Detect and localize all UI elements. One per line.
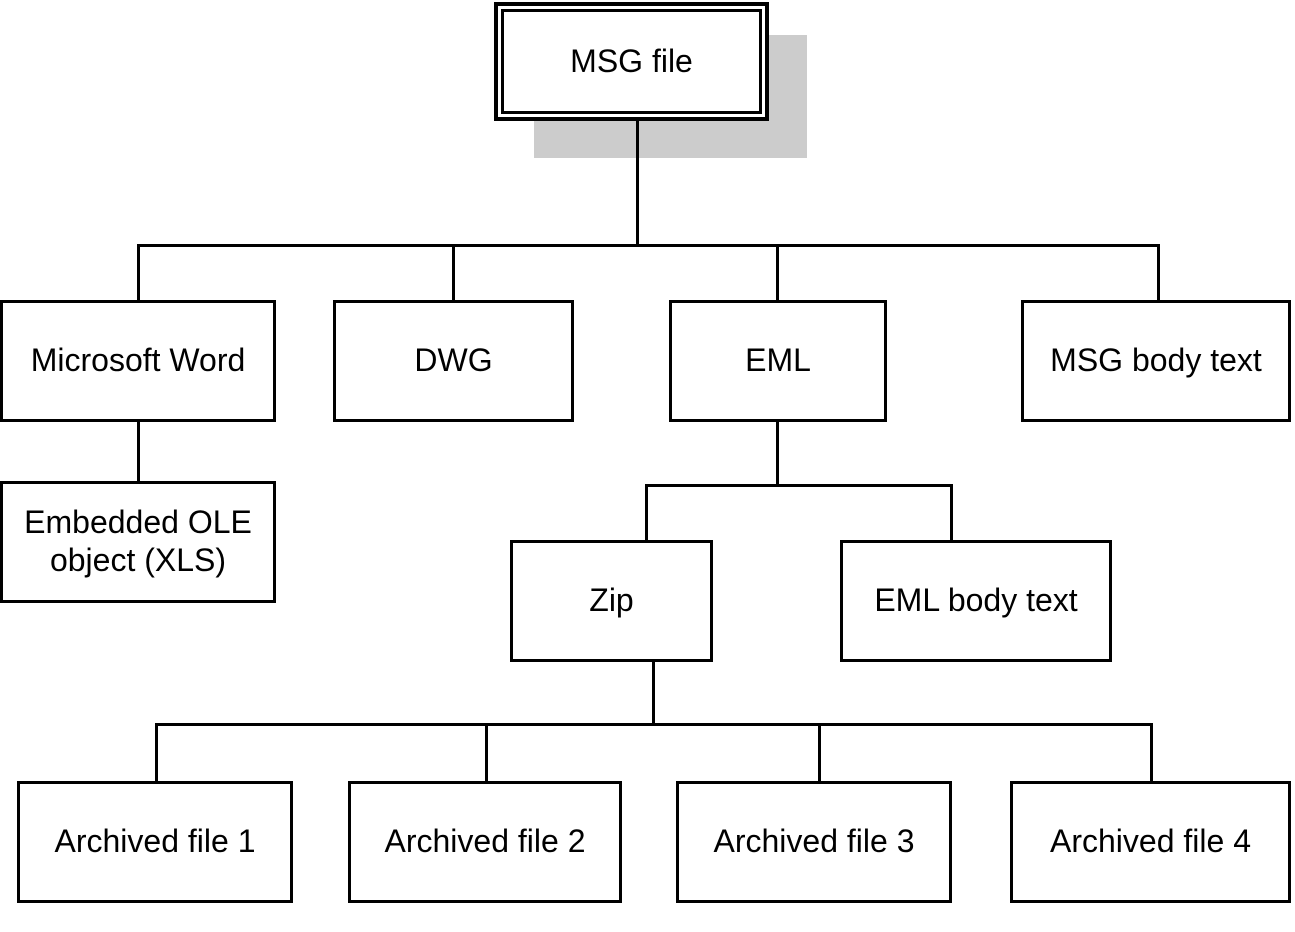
edge-eml-to-eml-body [950, 484, 953, 542]
edge-root-to-msg-body [1157, 244, 1160, 302]
node-archived-file-2[interactable]: Archived file 2 [348, 781, 622, 903]
node-eml-body-text[interactable]: EML body text [840, 540, 1112, 662]
node-msg-body-text[interactable]: MSG body text [1021, 300, 1291, 422]
edge-level1-bus [137, 244, 1160, 247]
node-archived-file-3[interactable]: Archived file 3 [676, 781, 952, 903]
node-eml[interactable]: EML [669, 300, 887, 422]
node-eml-body-text-label: EML body text [874, 582, 1078, 619]
edge-zip-to-archived-file-2 [485, 723, 488, 783]
node-msg-file-label: MSG file [570, 42, 693, 79]
edge-eml-stem [776, 421, 779, 486]
node-microsoft-word-label: Microsoft Word [30, 342, 246, 379]
edge-eml-to-zip [645, 484, 648, 542]
edge-zip-to-archived-file-1 [155, 723, 158, 783]
node-archived-file-4[interactable]: Archived file 4 [1010, 781, 1291, 903]
node-zip[interactable]: Zip [510, 540, 713, 662]
edge-root-to-eml [776, 244, 779, 302]
edge-root-to-dwg [452, 244, 455, 302]
node-archived-file-3-label: Archived file 3 [713, 823, 915, 860]
node-archived-file-2-label: Archived file 2 [384, 823, 586, 860]
node-dwg[interactable]: DWG [333, 300, 574, 422]
node-embedded-ole-object[interactable]: Embedded OLE object (XLS) [0, 481, 276, 603]
node-eml-label: EML [745, 342, 811, 379]
edge-zip-to-archived-file-3 [818, 723, 821, 783]
edge-eml-bus [645, 484, 953, 487]
node-archived-file-4-label: Archived file 4 [1050, 823, 1251, 860]
node-msg-body-text-label: MSG body text [1050, 342, 1262, 379]
edge-word-to-ole [137, 421, 140, 483]
edge-zip-stem [652, 661, 655, 726]
node-microsoft-word[interactable]: Microsoft Word [0, 300, 276, 422]
edge-root-to-word [137, 244, 140, 302]
edge-root-stem [636, 119, 639, 247]
edge-zip-bus [155, 723, 1153, 726]
node-msg-file[interactable]: MSG file [494, 2, 769, 121]
node-dwg-label: DWG [414, 342, 493, 379]
node-archived-file-1-label: Archived file 1 [54, 823, 256, 860]
edge-zip-to-archived-file-4 [1150, 723, 1153, 783]
node-embedded-ole-object-label: Embedded OLE object (XLS) [24, 504, 252, 578]
node-archived-file-1[interactable]: Archived file 1 [17, 781, 293, 903]
node-zip-label: Zip [589, 582, 634, 619]
